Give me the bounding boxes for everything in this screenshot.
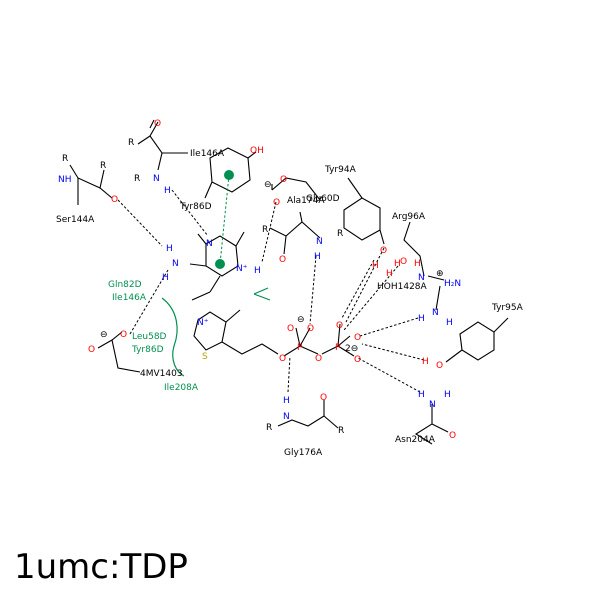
atom-n-arg96a-2: N [432, 308, 439, 318]
atom-r-ile146a-1: R [128, 138, 134, 148]
atom-r-ser144a-2: R [100, 161, 106, 171]
label-glu60d: Glu60D [306, 194, 340, 204]
atom-h-arg96a-2: H [446, 318, 453, 328]
atom-h-arg96a-1: H [418, 314, 425, 324]
pi-stacking [215, 170, 234, 269]
atom-r-ile146a-2: R [134, 174, 140, 184]
atom-h-asn204a-2: H [444, 390, 451, 400]
atom-h-amine-1: H [166, 244, 173, 254]
atom-h-tyr95a: H [422, 357, 429, 367]
atom-o-glu60d-1: O [280, 175, 287, 185]
atom-r-ala174a-2: R [337, 229, 343, 239]
atom-o-4mv1403-2: O [88, 345, 95, 355]
atom-h-tyr94a: H [372, 261, 379, 271]
atom-o-tyr95a: O [436, 361, 443, 371]
label-ile208a: Ile208A [164, 383, 199, 393]
atom-h-water-1: H [394, 259, 401, 269]
atom-n-asn204a: N [429, 400, 436, 410]
atom-o-p2-right-1: O [354, 333, 361, 343]
label-gly176a: Gly176A [284, 448, 323, 458]
label-gln82d: Gln82D [108, 280, 142, 290]
label-tyr95a: Tyr95A [491, 303, 524, 313]
atom-labels: O R N R H R NH R O OH H N H N N⁺ H N⁺ S … [58, 119, 461, 441]
atom-h-asn204a-1: H [418, 390, 425, 400]
label-tyr94a: Tyr94A [324, 165, 357, 175]
label-asn204a: Asn204A [395, 435, 436, 445]
atom-r-gly176a-2: R [338, 426, 344, 436]
atom-nplus-thiazolium: N⁺ [197, 318, 209, 328]
atom-s-thiazolium: S [202, 352, 208, 362]
atom-nplus-pyrimidine: N⁺ [236, 264, 248, 274]
atom-h-water-3: H [414, 259, 421, 269]
atom-o-ile146a: O [154, 119, 161, 129]
atom-o-asn204a: O [449, 431, 456, 441]
atom-n-ala174a: N [316, 237, 323, 247]
label-hoh1428a: HOH1428A [377, 282, 428, 292]
atom-o-p2-right-2: O [354, 355, 361, 365]
atom-o-bridge-2: O [315, 354, 322, 364]
atom-o-p2-top: O [336, 321, 343, 331]
label-leu58d: Leu58D [132, 332, 167, 342]
atom-h-amine-2: H [162, 273, 169, 283]
atom-n-gly176a: N [283, 412, 290, 422]
label-ile146a-top: Ile146A [190, 149, 225, 159]
atom-nh-ser144a: NH [58, 175, 72, 185]
atom-n-amine: N [172, 259, 179, 269]
atom-r-ser144a-1: R [62, 154, 68, 164]
label-4mv1403: 4MV1403 [140, 369, 183, 379]
hydrogen-bonds [117, 189, 425, 393]
label-ala174a: Ala174A [287, 196, 325, 206]
atom-n-arg96a-1: N [418, 273, 425, 283]
atom-p-2: P [335, 343, 341, 353]
atom-plus-arg96a: ⊕ [436, 269, 444, 279]
pi-center-pyrimidine [215, 259, 225, 269]
atom-o-tyr94a: O [380, 246, 387, 256]
atom-minus-p1: ⊖ [297, 315, 305, 325]
atom-o-p1-top-1: O [287, 324, 294, 334]
label-ile146a-hydrophobic: Ile146A [112, 293, 147, 303]
page-title: 1umc:TDP [14, 547, 188, 587]
atom-minus-glu60d: ⊖ [264, 180, 272, 190]
atom-r-gly176a-1: R [266, 423, 272, 433]
atom-oh-tyr86d: OH [250, 146, 264, 156]
atom-o-bridge-1: O [279, 354, 286, 364]
label-tyr86d: Tyr86D [179, 202, 212, 212]
bond-lines [69, 119, 509, 445]
atom-o-ala174a: O [279, 255, 286, 265]
atom-r-ala174a-1: R [262, 225, 268, 235]
atom-h-ala174a: H [314, 252, 321, 262]
atom-h-pyrimidine: H [254, 266, 261, 276]
atom-n-pyrimidine: N [206, 239, 213, 249]
label-tyr86d-hydrophobic: Tyr86D [131, 345, 164, 355]
atom-h-ile146a: H [164, 186, 171, 196]
residue-labels: Ile146A Tyr86D Ser144A Glu60D Ala174A Ty… [56, 149, 524, 458]
atom-o-ser144a: O [111, 195, 118, 205]
atom-o-p1-top-2: O [307, 324, 314, 334]
hydrophobic-contacts [161, 287, 271, 377]
atom-h2n-arg96a: H₂N [444, 279, 461, 289]
atom-h-gly176a: H [283, 396, 290, 406]
atom-minus-4mv1403: ⊖ [100, 330, 108, 340]
atom-o-water: O [400, 257, 407, 267]
atom-2minus-p2: 2⊖ [345, 344, 358, 354]
atom-o-glu60d-2: O [273, 198, 280, 208]
atom-p-1: P [297, 343, 303, 353]
atom-o-gly176a: O [320, 393, 327, 403]
label-arg96a: Arg96A [392, 212, 426, 222]
label-ser144a: Ser144A [56, 215, 95, 225]
pi-center-tyr86d [224, 170, 234, 180]
atom-n-ile146a: N [153, 174, 160, 184]
atom-o-4mv1403-1: O [120, 330, 127, 340]
atom-h-water-2: H [386, 269, 393, 279]
